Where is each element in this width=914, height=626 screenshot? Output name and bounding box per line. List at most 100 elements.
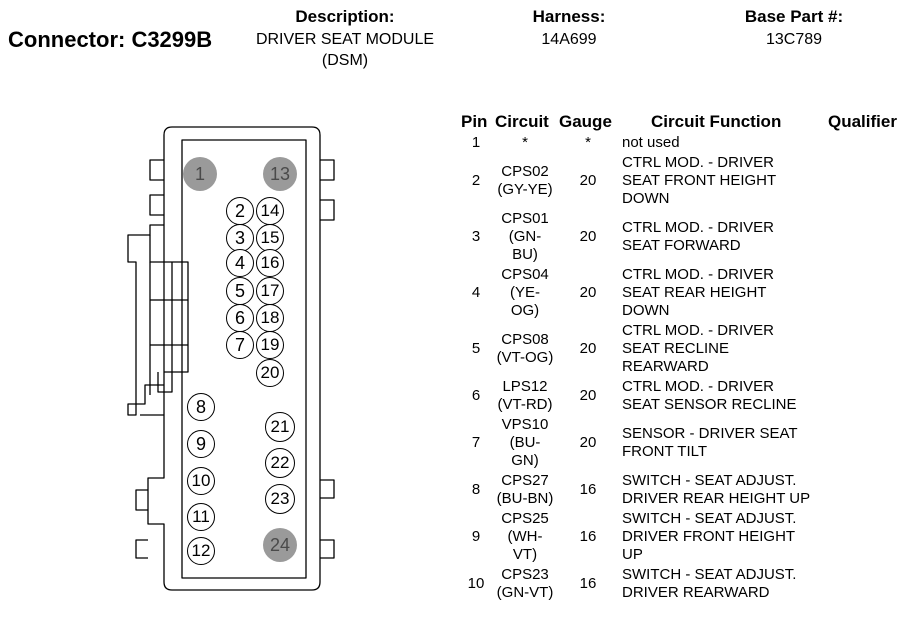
- description-line-2: (DSM): [321, 52, 369, 69]
- circuit-cell-line: (GY-YE): [497, 181, 553, 198]
- pin-cavity-13: 13: [263, 157, 297, 191]
- pin-cavity-4: 4: [226, 249, 254, 277]
- circuit-cell: CPS01(GN-BU): [490, 210, 560, 264]
- pin-cavity-22: 22: [265, 448, 295, 478]
- circuit-cell-line: (VT-OG): [496, 349, 554, 366]
- pin-cell-line: 5: [471, 340, 481, 357]
- function-cell-line: SEAT RECLINE: [622, 340, 729, 357]
- pin-cell: 10: [462, 575, 490, 593]
- function-cell-line: SWITCH - SEAT ADJUST.: [622, 510, 797, 527]
- pin-cavity-11: 11: [187, 503, 215, 531]
- pin-cell-line: 3: [471, 228, 481, 245]
- pin-cell-line: 2: [471, 172, 481, 189]
- pin-cell: 9: [462, 528, 490, 546]
- function-cell-line: REARWARD: [622, 358, 709, 375]
- pin-cell-line: 9: [471, 528, 481, 545]
- circuit-cell: *: [490, 134, 560, 152]
- circuit-cell-line: BU): [512, 246, 538, 263]
- column-header-circuit: Circuit: [495, 112, 549, 131]
- gauge-cell-line: 20: [579, 340, 597, 357]
- circuit-cell-line: VPS10: [501, 416, 549, 433]
- circuit-cell: CPS25(WH-VT): [490, 510, 560, 564]
- circuit-cell: LPS12(VT-RD): [490, 378, 560, 414]
- function-cell-line: SWITCH - SEAT ADJUST.: [622, 472, 797, 489]
- function-cell-line: SEAT SENSOR RECLINE: [622, 396, 797, 413]
- gauge-cell: 16: [566, 575, 610, 593]
- circuit-cell-line: CPS25: [501, 510, 549, 527]
- circuit-cell: CPS08(VT-OG): [490, 331, 560, 367]
- gauge-cell: 20: [566, 387, 610, 405]
- connector-title: Connector: C3299B: [8, 27, 213, 52]
- pin-cell-line: 4: [471, 284, 481, 301]
- circuit-cell-line: GN): [511, 452, 539, 469]
- gauge-cell: 20: [566, 284, 610, 302]
- pin-cavity-24: 24: [263, 528, 297, 562]
- pin-cell-line: 10: [467, 575, 485, 592]
- description-line-1: DRIVER SEAT MODULE: [255, 31, 435, 48]
- pin-cell: 5: [462, 340, 490, 358]
- pin-cavity-10: 10: [187, 467, 215, 495]
- function-cell-line: DRIVER FRONT HEIGHT: [622, 528, 796, 545]
- circuit-cell-line: (WH-: [507, 528, 543, 545]
- gauge-cell: 20: [566, 434, 610, 452]
- circuit-cell-line: VT): [512, 546, 538, 563]
- pin-cell-line: 7: [471, 434, 481, 451]
- pin-cell: 8: [462, 481, 490, 499]
- gauge-cell: 20: [566, 228, 610, 246]
- circuit-cell-line: (BU-: [509, 434, 541, 451]
- circuit-cell-line: CPS23: [501, 566, 549, 583]
- description-label: Description:: [295, 7, 395, 26]
- pin-cavity-8: 8: [187, 393, 215, 421]
- function-cell-line: DRIVER REAR HEIGHT UP: [622, 490, 811, 507]
- pin-cell: 1: [462, 134, 490, 152]
- pin-cell: 4: [462, 284, 490, 302]
- circuit-cell-line: *: [522, 134, 528, 151]
- circuit-cell: CPS23(GN-VT): [490, 566, 560, 602]
- pin-cell: 2: [462, 172, 490, 190]
- circuit-cell-line: (YE-: [510, 284, 540, 301]
- gauge-cell-line: 20: [579, 434, 597, 451]
- function-cell-line: DOWN: [622, 302, 670, 319]
- pin-cell-line: 8: [471, 481, 481, 498]
- pin-cell: 6: [462, 387, 490, 405]
- circuit-cell-line: CPS01: [501, 210, 549, 227]
- circuit-cell: CPS27(BU-BN): [490, 472, 560, 508]
- gauge-cell: 16: [566, 528, 610, 546]
- circuit-cell-line: (VT-RD): [497, 396, 553, 413]
- function-cell-line: UP: [622, 546, 643, 563]
- pin-cavity-7: 7: [226, 331, 254, 359]
- function-cell-line: not used: [622, 134, 680, 151]
- pin-cell-line: 1: [471, 134, 481, 151]
- function-cell: SWITCH - SEAT ADJUST.DRIVER REARWARD: [622, 566, 822, 602]
- circuit-cell-line: OG): [510, 302, 540, 319]
- pin-cavity-23: 23: [265, 484, 295, 514]
- gauge-cell-line: 20: [579, 387, 597, 404]
- gauge-cell: *: [566, 134, 610, 152]
- circuit-cell: VPS10(BU-GN): [490, 416, 560, 470]
- pin-cavity-6: 6: [226, 304, 254, 332]
- pin-cavity-21: 21: [265, 412, 295, 442]
- circuit-cell: CPS02(GY-YE): [490, 163, 560, 199]
- function-cell: SWITCH - SEAT ADJUST.DRIVER FRONT HEIGHT…: [622, 510, 822, 564]
- gauge-cell: 20: [566, 172, 610, 190]
- function-cell-line: DRIVER REARWARD: [622, 584, 770, 601]
- column-header-circuit-function: Circuit Function: [651, 112, 782, 131]
- pin-cell-line: 6: [471, 387, 481, 404]
- circuit-cell-line: LPS12: [502, 378, 548, 395]
- gauge-cell-line: 20: [579, 172, 597, 189]
- gauge-cell: 20: [566, 340, 610, 358]
- function-cell-line: DOWN: [622, 190, 670, 207]
- function-cell-line: SWITCH - SEAT ADJUST.: [622, 566, 797, 583]
- gauge-cell-line: 16: [579, 528, 597, 545]
- circuit-cell: CPS04(YE-OG): [490, 266, 560, 320]
- gauge-cell: 16: [566, 481, 610, 499]
